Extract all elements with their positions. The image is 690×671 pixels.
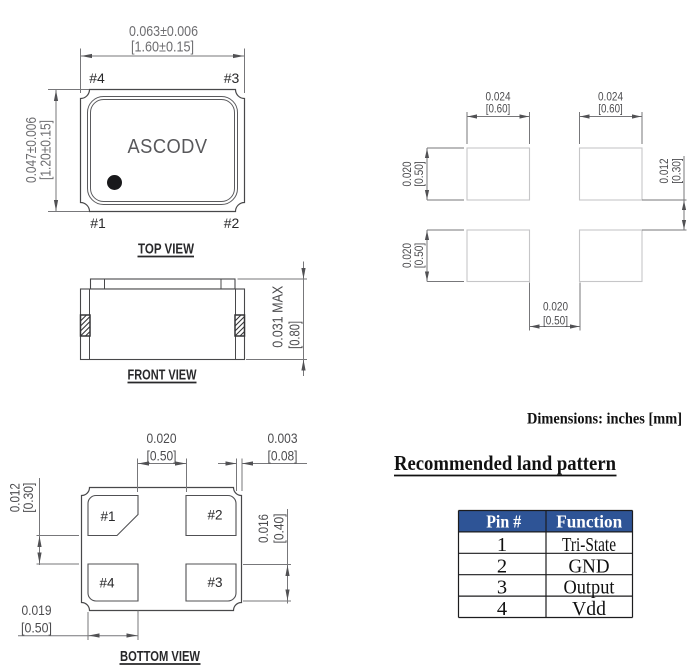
- svg-text:1: 1: [497, 534, 507, 556]
- svg-text:Pin #: Pin #: [486, 512, 521, 532]
- svg-text:[0.50]: [0.50]: [543, 313, 568, 327]
- svg-text:[0.80]: [0.80]: [288, 321, 304, 349]
- svg-text:0.024: 0.024: [486, 89, 511, 103]
- svg-text:#1: #1: [90, 215, 106, 231]
- svg-text:0.020: 0.020: [400, 243, 414, 268]
- svg-text:[0.30]: [0.30]: [670, 158, 684, 184]
- svg-text:0.031 MAX: 0.031 MAX: [271, 285, 287, 347]
- svg-text:[0.60]: [0.60]: [598, 101, 623, 115]
- svg-text:[0.50]: [0.50]: [412, 161, 426, 187]
- svg-text:3: 3: [497, 577, 507, 599]
- svg-text:0.020: 0.020: [147, 430, 177, 446]
- svg-text:0.020: 0.020: [543, 300, 568, 314]
- svg-text:0.063±0.006: 0.063±0.006: [129, 23, 198, 40]
- svg-text:0.019: 0.019: [22, 602, 52, 618]
- svg-text:Recommended land pattern: Recommended land pattern: [394, 451, 616, 475]
- svg-text:0.012: 0.012: [6, 483, 22, 512]
- svg-text:Dimensions: inches [mm]: Dimensions: inches [mm]: [527, 411, 682, 428]
- svg-text:TOP VIEW: TOP VIEW: [138, 242, 194, 258]
- svg-text:#3: #3: [224, 70, 240, 86]
- svg-text:0.024: 0.024: [598, 89, 623, 103]
- svg-text:[0.50]: [0.50]: [21, 620, 52, 636]
- svg-text:BOTTOM VIEW: BOTTOM VIEW: [120, 649, 200, 665]
- svg-text:#2: #2: [207, 508, 222, 523]
- svg-text:[0.60]: [0.60]: [486, 101, 511, 115]
- svg-text:0.020: 0.020: [400, 161, 414, 186]
- svg-text:[1.60±0.15]: [1.60±0.15]: [131, 39, 194, 56]
- svg-text:#4: #4: [89, 70, 105, 86]
- svg-text:#1: #1: [100, 509, 115, 524]
- svg-text:[0.08]: [0.08]: [268, 448, 298, 464]
- svg-text:4: 4: [497, 598, 507, 620]
- svg-text:[0.30]: [0.30]: [20, 483, 36, 513]
- svg-text:Function: Function: [556, 512, 622, 532]
- svg-text:2: 2: [497, 555, 507, 577]
- svg-text:[1.20±0.15]: [1.20±0.15]: [37, 120, 54, 180]
- svg-text:FRONT VIEW: FRONT VIEW: [128, 368, 197, 384]
- svg-text:GND: GND: [569, 555, 610, 577]
- svg-text:Tri-State: Tri-State: [562, 534, 616, 556]
- svg-text:0.016: 0.016: [255, 514, 271, 543]
- svg-text:#4: #4: [99, 576, 115, 591]
- svg-text:[0.50]: [0.50]: [412, 243, 426, 269]
- svg-text:Output: Output: [564, 577, 615, 599]
- svg-text:0.003: 0.003: [268, 430, 298, 446]
- svg-text:Vdd: Vdd: [572, 598, 606, 620]
- svg-text:ASCODV: ASCODV: [128, 136, 208, 158]
- svg-text:[0.40]: [0.40]: [270, 514, 286, 544]
- svg-text:#3: #3: [207, 575, 222, 590]
- svg-text:#2: #2: [224, 215, 240, 231]
- svg-text:[0.50]: [0.50]: [147, 448, 177, 464]
- svg-text:0.012: 0.012: [657, 158, 671, 183]
- svg-text:0.047±0.006: 0.047±0.006: [23, 117, 40, 183]
